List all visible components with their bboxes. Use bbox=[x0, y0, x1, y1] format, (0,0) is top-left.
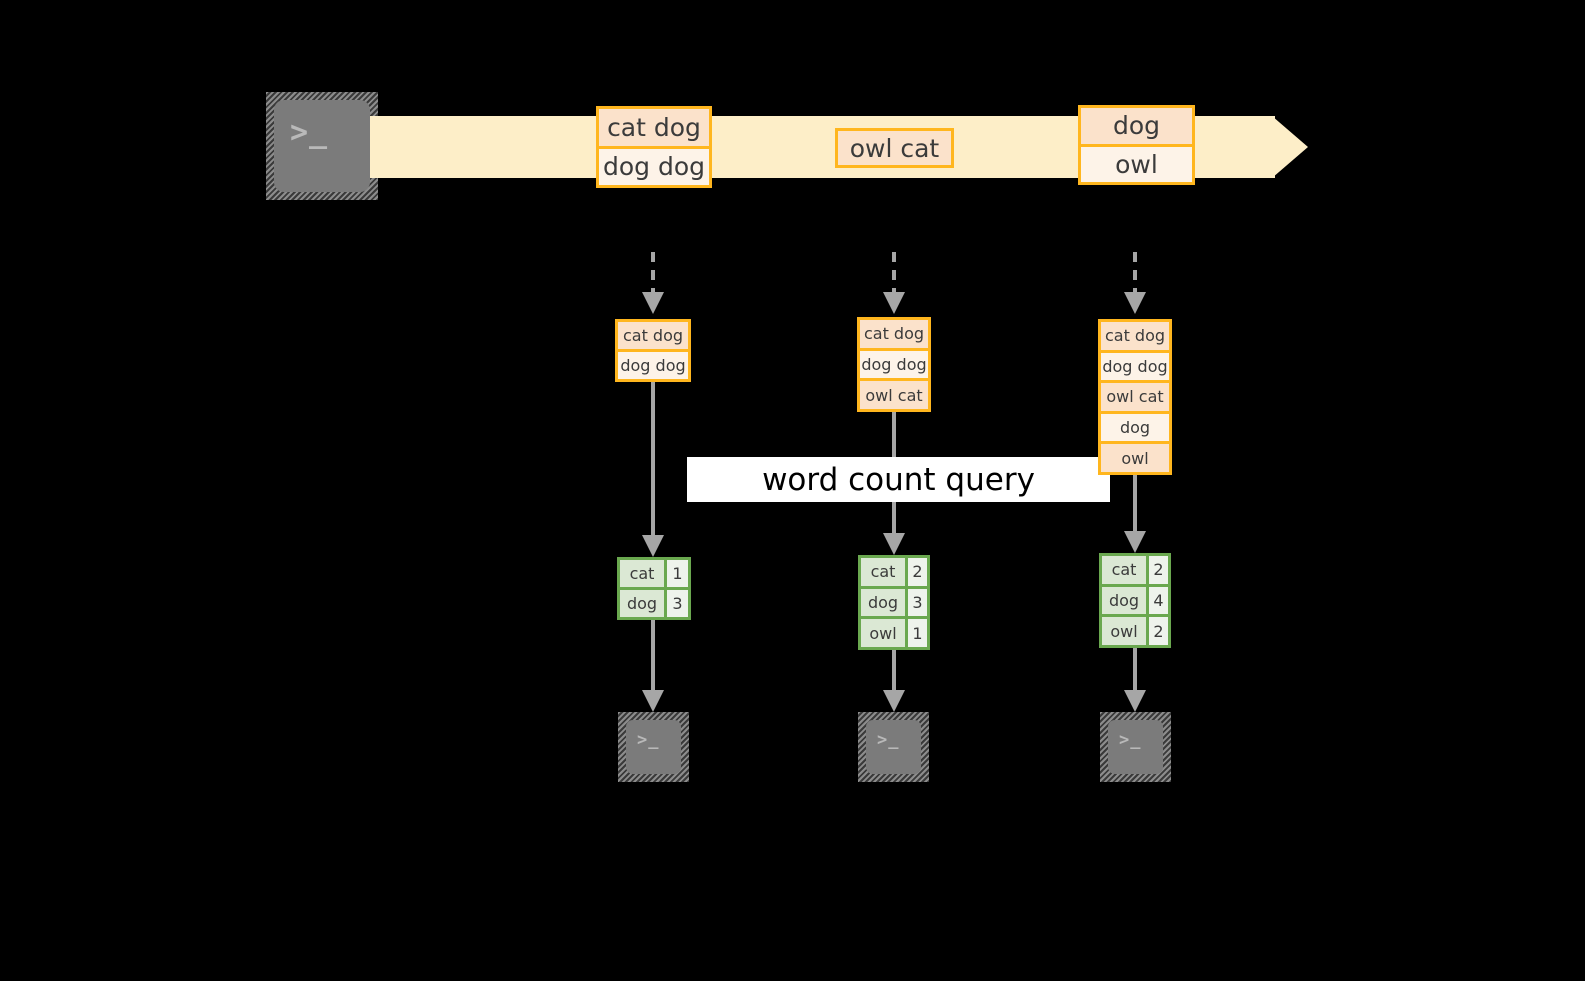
result-word: owl bbox=[1102, 617, 1146, 646]
stream-batch-1[interactable]: cat dog dog dog bbox=[596, 106, 712, 188]
result-word: cat bbox=[620, 560, 664, 587]
query-arrow-line-3 bbox=[1133, 475, 1137, 533]
query-arrow-head-2 bbox=[883, 533, 905, 555]
result-table-1[interactable]: cat 1 dog 3 bbox=[617, 557, 691, 620]
stream-batch-2[interactable]: owl cat bbox=[835, 128, 954, 168]
ingest-arrow-line-2 bbox=[892, 252, 896, 294]
record-row: dog dog bbox=[599, 148, 709, 185]
table-row: dog 4 bbox=[1102, 586, 1168, 615]
record-row: dog bbox=[1081, 108, 1192, 144]
result-count: 2 bbox=[1149, 617, 1168, 646]
sink-arrow-line-3 bbox=[1133, 648, 1137, 692]
terminal-prompt-glyph: >_ bbox=[290, 115, 329, 150]
accumulated-table-1[interactable]: cat dog dog dog bbox=[615, 319, 691, 382]
ingest-arrow-head-3 bbox=[1124, 292, 1146, 314]
terminal-prompt-glyph: >_ bbox=[877, 730, 900, 750]
record-row: owl cat bbox=[860, 381, 928, 410]
result-word: dog bbox=[1102, 586, 1146, 615]
query-arrow-head-3 bbox=[1124, 531, 1146, 553]
table-row: cat 2 bbox=[861, 558, 927, 586]
record-row: cat dog bbox=[618, 322, 688, 349]
table-row: owl 2 bbox=[1102, 617, 1168, 646]
record-row: owl bbox=[1101, 444, 1169, 472]
record-row: dog dog bbox=[1101, 352, 1169, 381]
stream-arrow-head bbox=[1272, 116, 1308, 178]
record-row: owl bbox=[1081, 146, 1192, 182]
terminal-screen: >_ bbox=[1108, 720, 1163, 774]
table-row: owl 1 bbox=[861, 619, 927, 648]
ingest-arrow-head-1 bbox=[642, 292, 664, 314]
sink-terminal-icon-1: >_ bbox=[618, 712, 689, 782]
query-arrow-head-1 bbox=[642, 535, 664, 557]
result-count: 4 bbox=[1149, 586, 1168, 615]
sink-arrow-head-1 bbox=[642, 690, 664, 712]
record-row: cat dog bbox=[599, 109, 709, 146]
result-word: cat bbox=[861, 558, 905, 586]
record-row: owl cat bbox=[1101, 383, 1169, 411]
terminal-screen: >_ bbox=[626, 720, 681, 774]
terminal-screen: >_ bbox=[866, 720, 921, 774]
accumulated-table-2[interactable]: cat dog dog dog owl cat bbox=[857, 317, 931, 412]
ingest-arrow-line-3 bbox=[1133, 252, 1137, 294]
result-word: owl bbox=[861, 619, 905, 648]
result-word: dog bbox=[620, 590, 664, 617]
source-terminal-icon: >_ bbox=[266, 92, 378, 200]
accumulated-table-3[interactable]: cat dog dog dog owl cat dog owl bbox=[1098, 319, 1172, 475]
sink-arrow-line-2 bbox=[892, 650, 896, 692]
result-table-2[interactable]: cat 2 dog 3 owl 1 bbox=[858, 555, 930, 650]
record-row: dog bbox=[1101, 413, 1169, 442]
table-row: cat 1 bbox=[620, 560, 688, 587]
record-row: cat dog bbox=[1101, 322, 1169, 350]
table-row: dog 3 bbox=[861, 588, 927, 617]
record-row: owl cat bbox=[838, 131, 951, 165]
query-banner: word count query bbox=[687, 457, 1110, 502]
ingest-arrow-line-1 bbox=[651, 252, 655, 294]
terminal-prompt-glyph: >_ bbox=[637, 730, 660, 750]
record-row: dog dog bbox=[618, 352, 688, 379]
sink-terminal-icon-3: >_ bbox=[1100, 712, 1171, 782]
sink-arrow-head-3 bbox=[1124, 690, 1146, 712]
sink-terminal-icon-2: >_ bbox=[858, 712, 929, 782]
stream-batch-3[interactable]: dog owl bbox=[1078, 105, 1195, 185]
query-banner-label: word count query bbox=[762, 461, 1035, 498]
result-count: 3 bbox=[667, 590, 688, 617]
result-count: 2 bbox=[1149, 556, 1168, 584]
query-arrow-line-1 bbox=[651, 382, 655, 537]
ingest-arrow-head-2 bbox=[883, 292, 905, 314]
result-count: 1 bbox=[908, 619, 927, 648]
terminal-prompt-glyph: >_ bbox=[1119, 730, 1142, 750]
sink-arrow-line-1 bbox=[651, 620, 655, 692]
record-row: cat dog bbox=[860, 320, 928, 348]
result-count: 2 bbox=[908, 558, 927, 586]
result-count: 3 bbox=[908, 588, 927, 617]
result-word: dog bbox=[861, 588, 905, 617]
table-row: dog 3 bbox=[620, 590, 688, 617]
sink-arrow-head-2 bbox=[883, 690, 905, 712]
record-row: dog dog bbox=[860, 350, 928, 379]
terminal-screen: >_ bbox=[274, 100, 370, 192]
result-count: 1 bbox=[667, 560, 688, 587]
result-table-3[interactable]: cat 2 dog 4 owl 2 bbox=[1099, 553, 1171, 648]
table-row: cat 2 bbox=[1102, 556, 1168, 584]
result-word: cat bbox=[1102, 556, 1146, 584]
